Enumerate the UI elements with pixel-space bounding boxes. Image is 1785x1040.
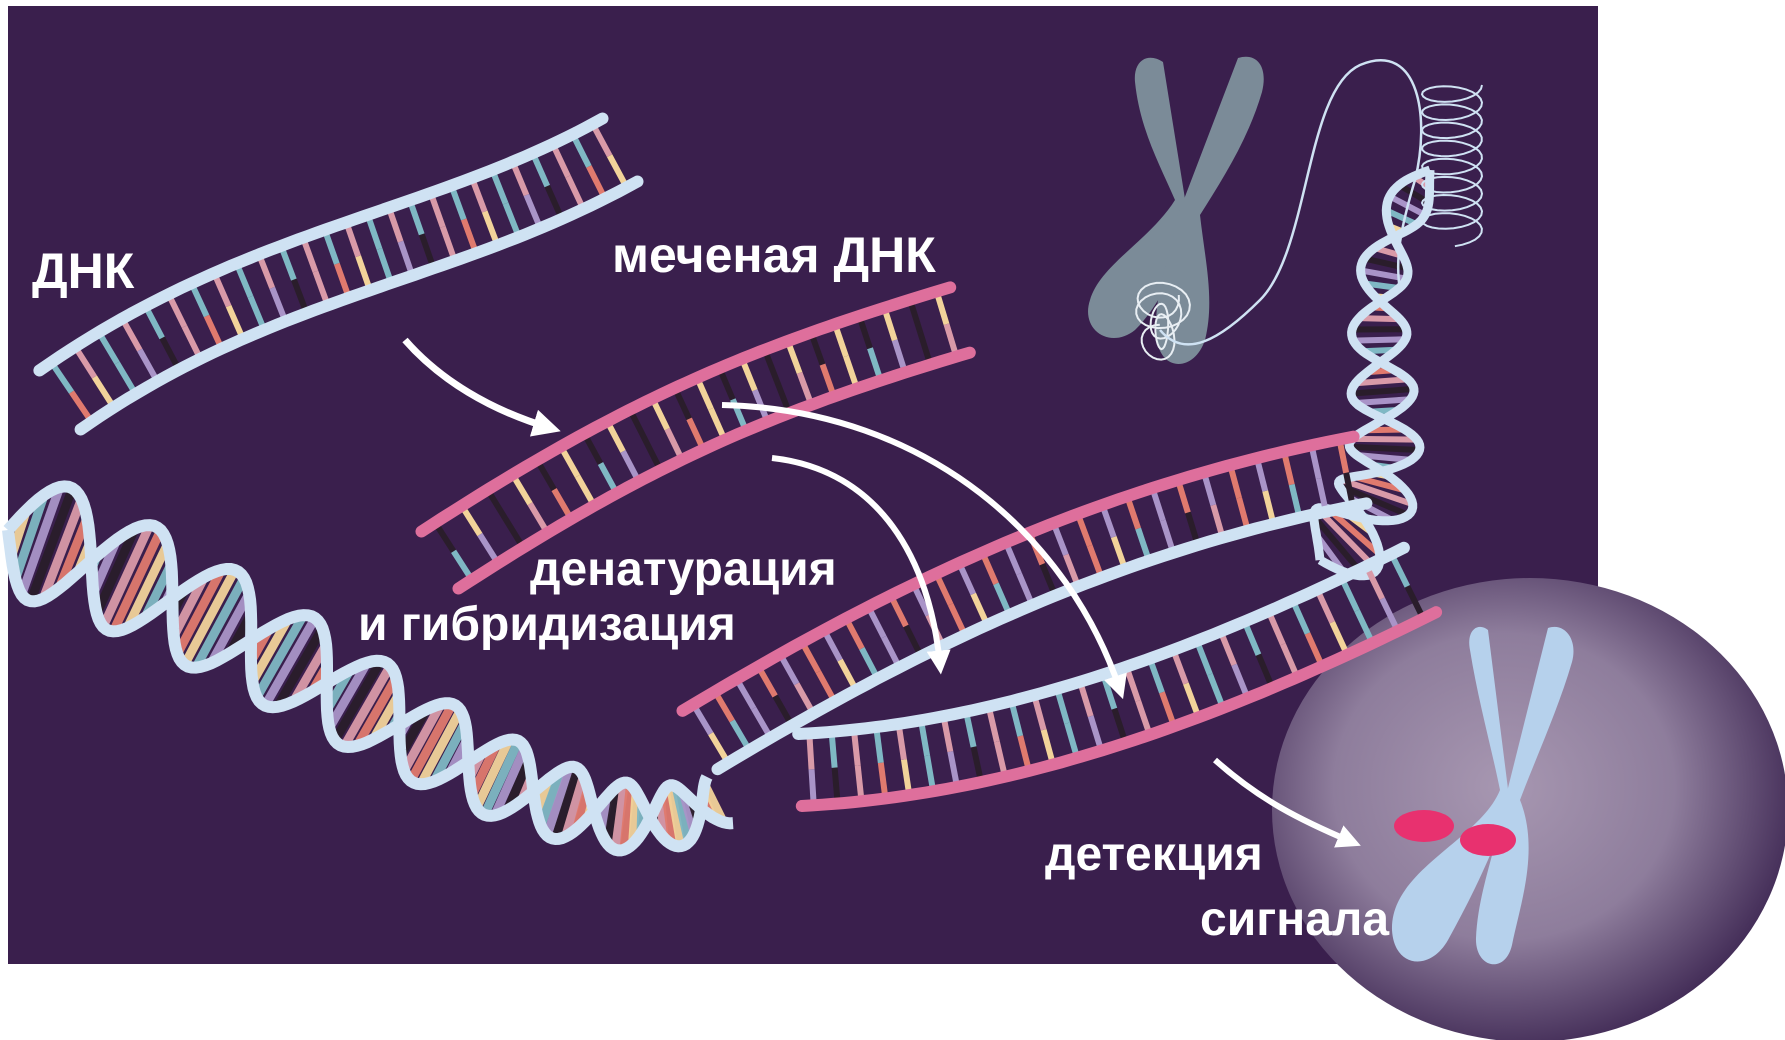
- hybrid-lower-base-pair: [877, 731, 881, 763]
- label-detection-line1: детекция: [1045, 828, 1263, 881]
- label-labeled-dna: меченая ДНК: [612, 227, 936, 283]
- helix-base-pair: [1349, 447, 1419, 450]
- hybrid-lower-base-pair: [881, 763, 885, 795]
- signal-spot-right: [1460, 824, 1516, 856]
- label-dna: ДНК: [32, 243, 135, 299]
- label-denaturation-line1: денатурация: [530, 543, 837, 596]
- hybrid-lower-base-pair: [810, 737, 812, 769]
- hybrid-lower-base-pair: [832, 735, 835, 767]
- helix-base-pair: [1353, 339, 1405, 340]
- label-denaturation-line2: и гибридизация: [358, 598, 736, 651]
- hybrid-lower-base-pair: [835, 768, 838, 800]
- signal-spot-left: [1394, 810, 1454, 842]
- label-detection-line2: сигнала: [1200, 893, 1389, 946]
- helix-base-pair: [1352, 439, 1416, 440]
- hybrid-lower-base-pair: [858, 765, 861, 797]
- hybrid-lower-base-pair: [854, 733, 857, 765]
- nucleus-circle: [1272, 578, 1785, 1040]
- hybrid-lower-base-pair: [812, 769, 814, 801]
